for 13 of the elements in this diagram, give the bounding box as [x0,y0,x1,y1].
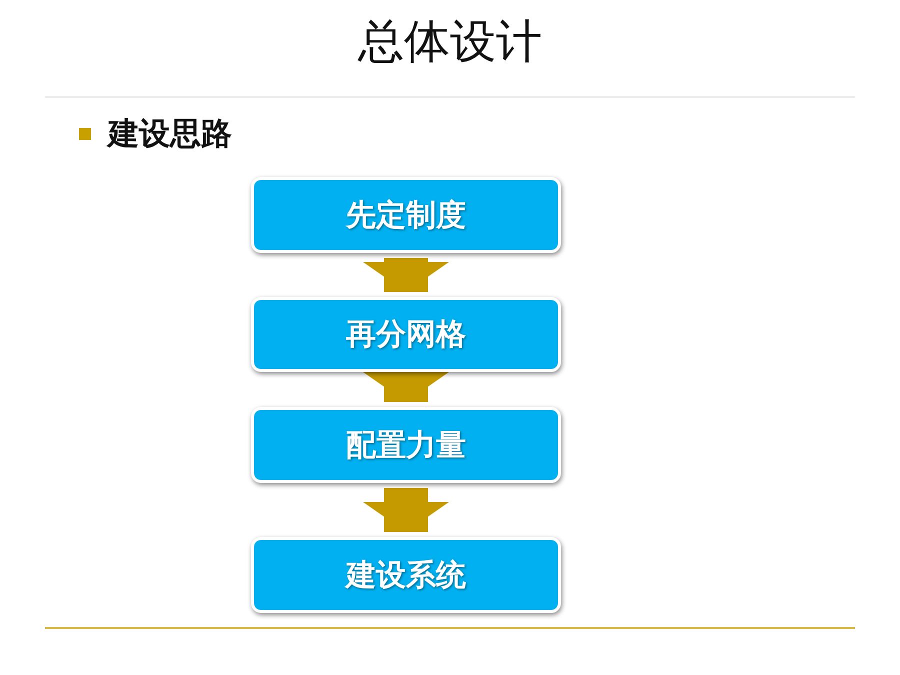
process-box [251,537,561,613]
box-label: 再分网格 [346,316,466,354]
process-box [251,177,561,253]
process-box [251,407,561,483]
section-heading: 建设思路 [108,115,232,154]
down-arrow [363,372,449,402]
box-label: 先定制度 [346,196,466,234]
box-label: 配置力量 [346,426,466,464]
down-arrow [363,488,449,532]
process-box [251,297,561,372]
box-label: 建设系统 [346,556,466,594]
slide-title: 总体设计 [358,14,542,70]
down-arrow [363,258,449,292]
